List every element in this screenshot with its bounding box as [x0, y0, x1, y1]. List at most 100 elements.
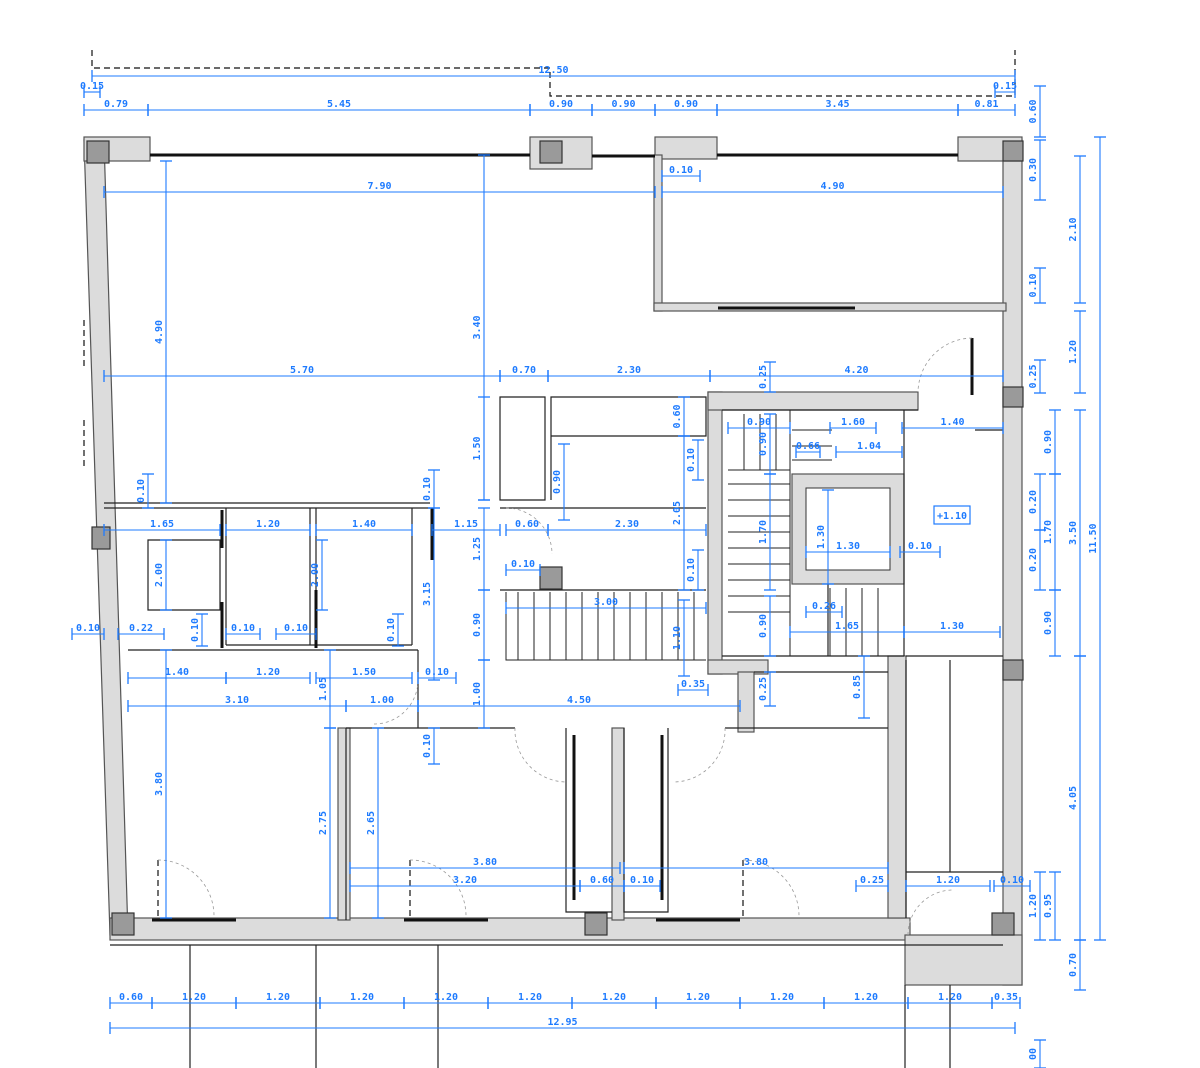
dim-v-110: 1.10	[672, 599, 690, 677]
dim-v-210: 2.10	[1068, 155, 1086, 304]
dim-h-130-a: 1.30	[805, 541, 891, 558]
dim-v-030: 0.30	[1028, 139, 1046, 201]
level-marker-box	[933, 505, 971, 525]
dim-h-320: 3.20	[349, 875, 581, 892]
dim-v-170: 1.70	[1043, 473, 1061, 591]
dim-label: 1.50	[472, 436, 483, 460]
dim-label: 0.25	[860, 875, 884, 886]
dim-label: 2.65	[366, 811, 377, 835]
dim-h-230-a: 2.30	[547, 365, 711, 382]
dim-label: 5.70	[290, 365, 314, 376]
dim-label: 2.10	[1068, 217, 1079, 241]
dim-label: 1.70	[1043, 520, 1054, 544]
dim-h-035: 0.35	[677, 679, 709, 696]
dim-v-060-b: 0.60	[672, 396, 690, 437]
dim-label: 4.90	[820, 181, 844, 192]
dim-label: 4.90	[154, 320, 165, 344]
dim-h-bot-060: 0.60	[109, 992, 153, 1009]
wall-right-exterior	[1002, 139, 1023, 986]
dim-label: 12.95	[547, 1017, 577, 1028]
dim-v-150: 1.50	[472, 396, 490, 501]
dim-v-090-a: 0.90	[1043, 409, 1061, 475]
dim-h-165-b: 1.65	[789, 621, 905, 638]
dim-v-020-b: 0.20	[1028, 529, 1046, 591]
stair-flight-upper	[743, 414, 777, 470]
pillar-top-left	[86, 140, 110, 164]
dim-label: 1.70	[758, 520, 769, 544]
pillar-right-mid	[1002, 659, 1024, 681]
dim-label: 3.20	[453, 875, 477, 886]
wall-unit-divider	[337, 727, 351, 921]
dim-label: 0.10	[76, 623, 100, 634]
dim-h-450: 4.50	[417, 695, 741, 712]
dim-label: 3.50	[1068, 521, 1079, 545]
dim-v-205: 2.05	[672, 435, 690, 591]
dim-h-022: 0.22	[117, 623, 165, 640]
bath-left	[147, 539, 221, 611]
wall-east-wing	[653, 154, 663, 312]
corridor-line	[128, 649, 888, 920]
dim-label: 0.90	[1043, 611, 1054, 635]
kitchen-block	[499, 396, 707, 501]
bed-outlines	[157, 860, 744, 918]
dim-h-bot-120-6: 1.20	[571, 992, 657, 1009]
dim-v-060: 0.60	[1028, 85, 1046, 138]
dim-v-025-b: 0.25	[758, 361, 776, 393]
dim-label: 0.30	[1028, 158, 1039, 182]
dim-h-570: 5.70	[103, 365, 501, 382]
dim-label: 1.60	[841, 417, 865, 428]
dim-v-00: 00	[1028, 1039, 1046, 1068]
dim-v-380: 3.80	[154, 649, 172, 919]
closets	[565, 728, 669, 913]
wall-stair-core-top	[707, 391, 919, 411]
dim-label: 1.00	[370, 695, 394, 706]
dim-h-120-c: 1.20	[905, 875, 991, 892]
dim-label: 7.90	[367, 181, 391, 192]
dim-v-120-b: 1.20	[1028, 871, 1046, 941]
dim-label: 0.10	[284, 623, 308, 634]
wc-block	[225, 508, 413, 646]
dim-label: 4.50	[567, 695, 591, 706]
dim-h-230-b: 2.30	[547, 519, 707, 536]
pillar-bottom-mid	[584, 912, 608, 936]
dim-v-090-c: 0.90	[472, 589, 490, 661]
dim-label: 0.90	[674, 99, 698, 110]
dim-v-100: 1.00	[472, 659, 490, 729]
dim-label: 0.10	[686, 558, 697, 582]
dim-h-380-b: 3.80	[623, 857, 889, 874]
dim-h-090-c: 0.90	[654, 99, 718, 116]
dim-h-066: 0.66	[795, 441, 821, 458]
dim-label: 0.90	[758, 614, 769, 638]
dim-label: 0.10	[422, 734, 433, 758]
pillar-top-right	[1002, 140, 1024, 162]
stair-landing	[792, 429, 879, 656]
wall-bottom-right	[904, 934, 1023, 986]
dim-h-015-right: 0.15	[993, 81, 1017, 98]
door-swing-7	[907, 889, 954, 936]
dim-label: 3.80	[154, 772, 165, 796]
dim-h-070: 0.70	[499, 365, 549, 382]
dim-label: 0.81	[974, 99, 998, 110]
dim-label: 1.20	[266, 992, 290, 1003]
dim-label: 0.10	[908, 541, 932, 552]
dim-label: 0.85	[852, 675, 863, 699]
dim-label: 1.20	[434, 992, 458, 1003]
dim-label: 11.50	[1088, 523, 1099, 553]
wall-unit-divider-2	[611, 727, 625, 921]
dim-label: 2.00	[310, 563, 321, 587]
dim-label: 5.45	[327, 99, 351, 110]
dim-h-010-e: 0.10	[225, 623, 261, 640]
dim-label: 0.90	[472, 613, 483, 637]
door-swing-5	[409, 859, 467, 917]
dim-label: 0.10	[422, 477, 433, 501]
dim-label: 0.20	[1028, 490, 1039, 514]
pillar-bottom-left	[111, 912, 135, 936]
dim-label: 0.90	[1043, 430, 1054, 454]
dim-h-790: 7.90	[103, 181, 656, 198]
dim-label: 0.22	[129, 623, 153, 634]
dim-label: 0.60	[590, 875, 614, 886]
dim-v-315: 3.15	[422, 507, 440, 681]
dim-h-010-g: 0.10	[417, 667, 457, 684]
dim-h-010-i: 0.10	[993, 875, 1031, 892]
dim-h-420: 4.20	[709, 365, 1004, 382]
